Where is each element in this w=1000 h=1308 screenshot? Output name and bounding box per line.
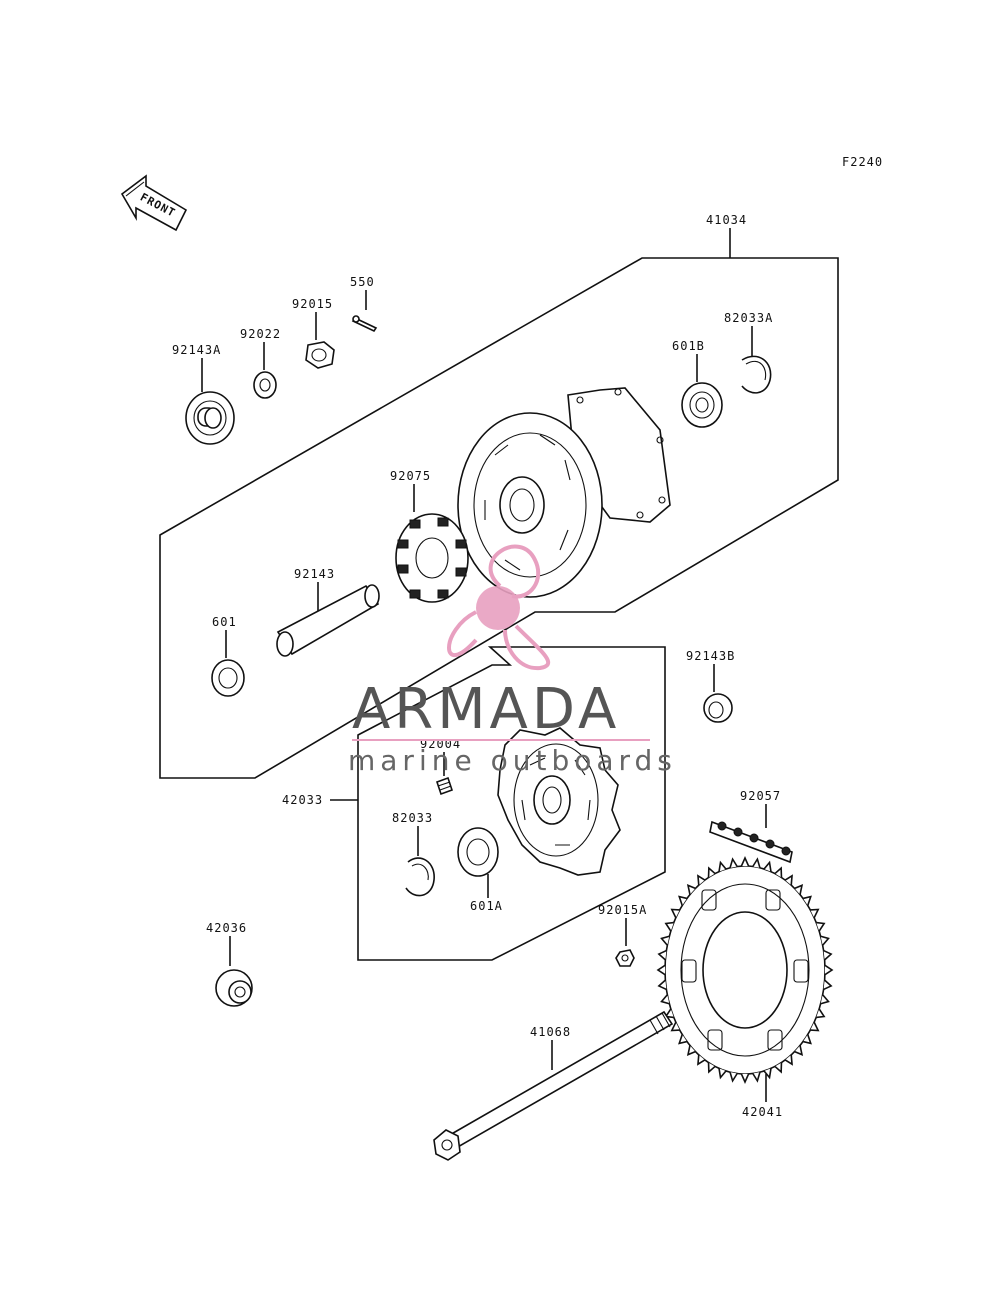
castle-nut-icon bbox=[305, 341, 335, 369]
sprocket-tooth bbox=[752, 857, 761, 869]
sprocket-tooth bbox=[802, 1034, 812, 1045]
collar-icon bbox=[185, 391, 235, 445]
watermark-brand: ARMADA bbox=[352, 677, 620, 742]
bearing-icon-601A bbox=[457, 827, 499, 877]
armada-watermark: ARMADA marine outboards bbox=[348, 544, 677, 777]
part-label-41068: 41068 bbox=[530, 1025, 571, 1039]
part-label-92143A: 92143A bbox=[172, 343, 221, 357]
part-label-42033: 42033 bbox=[282, 793, 323, 807]
sprocket-tooth bbox=[656, 964, 666, 976]
sprocket-tooth bbox=[763, 1068, 772, 1080]
sprocket-tooth bbox=[823, 949, 833, 961]
coupling-assembly-outline bbox=[330, 646, 666, 961]
sprocket-tooth bbox=[816, 1008, 826, 1019]
sprocket-tooth bbox=[774, 1062, 783, 1074]
part-label-601B: 601B bbox=[672, 339, 705, 353]
sprocket-tooth bbox=[707, 1062, 716, 1074]
sprocket-tooth bbox=[660, 994, 670, 1005]
figure-code: F2240 bbox=[842, 155, 883, 169]
sprocket-tooth bbox=[810, 1021, 820, 1032]
nut-icon bbox=[615, 949, 635, 967]
axle-icon bbox=[433, 1010, 674, 1161]
part-label-82033: 82033 bbox=[392, 811, 433, 825]
sprocket-tooth bbox=[740, 856, 750, 867]
part-label-42036: 42036 bbox=[206, 921, 247, 935]
sprocket-tooth bbox=[752, 1071, 761, 1083]
stud-bolt-icon bbox=[435, 776, 454, 796]
sprocket-tooth bbox=[774, 866, 783, 878]
hub-assembly-outline bbox=[159, 228, 839, 779]
chain-icon bbox=[709, 820, 793, 864]
part-label-92015A: 92015A bbox=[598, 903, 647, 917]
sprocket-tooth bbox=[802, 895, 812, 906]
sprocket-tooth bbox=[660, 935, 670, 946]
sprocket-collar-icon bbox=[215, 969, 253, 1007]
sprocket-tooth bbox=[657, 949, 667, 961]
sprocket-tooth bbox=[824, 964, 834, 976]
part-label-92143: 92143 bbox=[294, 567, 335, 581]
sprocket-tooth bbox=[794, 884, 804, 895]
rear-sprocket-icon bbox=[656, 856, 834, 1084]
sprocket-tooth bbox=[784, 1054, 793, 1066]
sprocket-tooth bbox=[657, 979, 667, 991]
sprocket-tooth bbox=[664, 921, 674, 932]
sprocket-coupling-icon bbox=[497, 727, 621, 876]
sprocket-tooth bbox=[794, 1045, 804, 1056]
sprocket-tooth bbox=[816, 921, 826, 932]
cotter-pin-icon bbox=[351, 315, 378, 333]
part-label-92022: 92022 bbox=[240, 327, 281, 341]
sprocket-tooth bbox=[670, 1021, 680, 1032]
part-label-601A: 601A bbox=[470, 899, 503, 913]
sprocket-tooth bbox=[718, 860, 727, 872]
circlip-icon-82033 bbox=[405, 857, 435, 897]
sprocket-tooth bbox=[697, 1054, 706, 1066]
part-label-601: 601 bbox=[212, 615, 237, 629]
part-label-550: 550 bbox=[350, 275, 375, 289]
part-label-92057: 92057 bbox=[740, 789, 781, 803]
damper-rubber-icon bbox=[395, 513, 469, 603]
sprocket-tooth bbox=[707, 866, 716, 878]
sprocket-tooth bbox=[823, 979, 833, 991]
part-label-42041: 42041 bbox=[742, 1105, 783, 1119]
sprocket-tooth bbox=[678, 895, 688, 906]
propeller-logo-icon bbox=[447, 544, 550, 671]
collar-icon-b bbox=[703, 693, 733, 723]
sprocket-tooth bbox=[718, 1068, 727, 1080]
washer-icon bbox=[253, 371, 277, 399]
sprocket-tooth bbox=[810, 908, 820, 919]
sprocket-tooth bbox=[740, 1073, 750, 1084]
sprocket-tooth bbox=[670, 908, 680, 919]
part-label-92075: 92075 bbox=[390, 469, 431, 483]
bearing-icon-601 bbox=[211, 659, 245, 697]
front-arrow-icon: FRONT bbox=[120, 174, 188, 232]
sprocket-tooth bbox=[729, 1071, 738, 1083]
sprocket-tooth bbox=[820, 935, 830, 946]
sprocket-tooth bbox=[784, 874, 793, 886]
part-label-92143B: 92143B bbox=[686, 649, 735, 663]
spacer-tube-icon bbox=[276, 584, 380, 657]
bearing-icon bbox=[681, 382, 723, 428]
wheel-hub-icon bbox=[457, 387, 671, 598]
part-label-92015: 92015 bbox=[292, 297, 333, 311]
part-label-82033A: 82033A bbox=[724, 311, 773, 325]
sprocket-tooth bbox=[697, 874, 706, 886]
sprocket-tooth bbox=[763, 860, 772, 872]
sprocket-tooth bbox=[729, 857, 738, 869]
circlip-icon bbox=[741, 355, 772, 394]
watermark-tagline: marine outboards bbox=[348, 744, 677, 777]
sprocket-tooth bbox=[686, 1045, 696, 1056]
sprocket-tooth bbox=[820, 994, 830, 1005]
part-label-41034: 41034 bbox=[706, 213, 747, 227]
sprocket-tooth bbox=[678, 1034, 688, 1045]
sprocket-tooth bbox=[686, 884, 696, 895]
